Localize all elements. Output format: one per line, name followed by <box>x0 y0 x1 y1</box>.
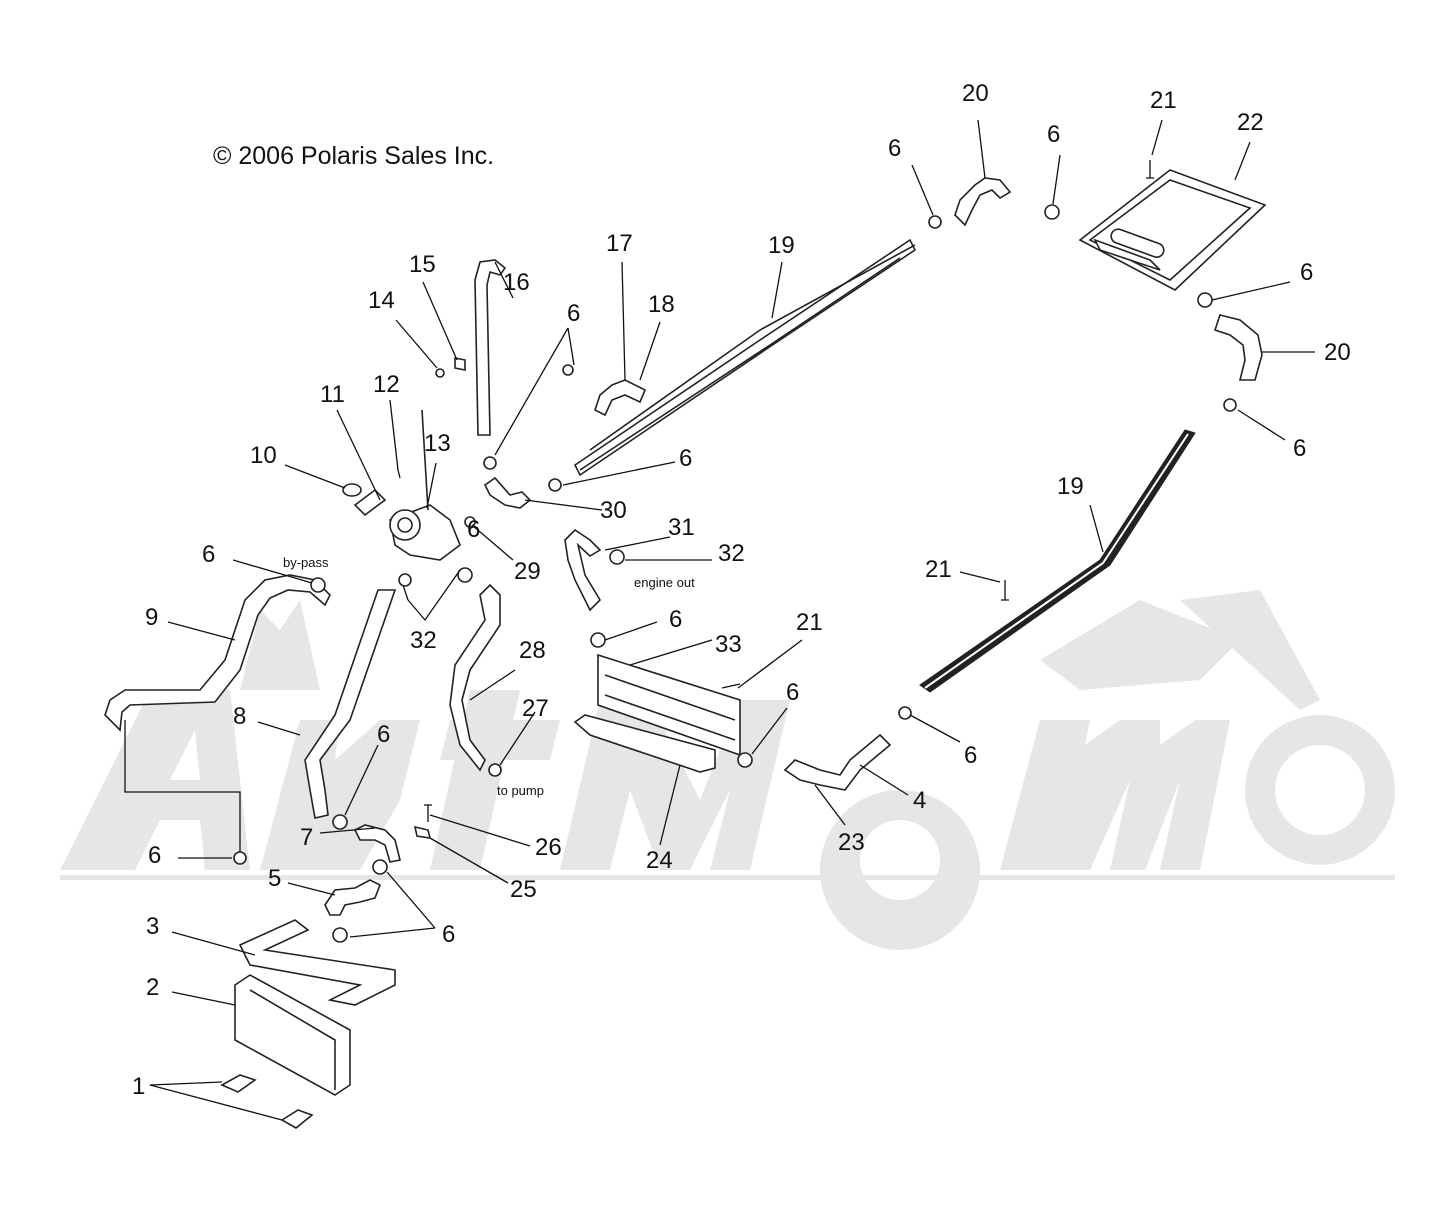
screw-12 <box>397 469 401 479</box>
callout-11: 11 <box>320 381 345 408</box>
callout-6-j: 6 <box>964 742 977 769</box>
hose-16 <box>474 259 507 436</box>
note-to-pump: to pump <box>497 783 544 798</box>
callout-6-h: 6 <box>669 606 682 633</box>
callout-16: 16 <box>503 269 530 296</box>
bracket-3 <box>238 919 396 1006</box>
callout-32-b: 32 <box>410 627 437 654</box>
leader-lines <box>124 119 1315 1121</box>
callout-4: 4 <box>913 787 926 814</box>
callout-15: 15 <box>409 251 436 278</box>
callout-29: 29 <box>514 558 541 585</box>
callout-6-n: 6 <box>467 516 480 543</box>
callout-26: 26 <box>535 834 562 861</box>
hose-20-top <box>954 177 1012 227</box>
callout-6-l: 6 <box>148 842 161 869</box>
callout-19-a: 19 <box>768 232 795 259</box>
callout-32-a: 32 <box>718 540 745 567</box>
callout-6-b: 6 <box>1047 121 1060 148</box>
callout-27: 27 <box>522 695 549 722</box>
callout-22: 22 <box>1237 109 1264 136</box>
hose-19-upper <box>573 238 917 477</box>
callout-2: 2 <box>146 974 159 1001</box>
callout-20-b: 20 <box>1324 339 1351 366</box>
callout-6-i: 6 <box>786 679 799 706</box>
callout-23: 23 <box>838 829 865 856</box>
callout-18: 18 <box>648 291 675 318</box>
copyright-text: © 2006 Polaris Sales Inc. <box>213 142 494 170</box>
callout-6-d: 6 <box>1293 435 1306 462</box>
callout-6-f: 6 <box>679 445 692 472</box>
callout-6-a: 6 <box>888 135 901 162</box>
callout-3: 3 <box>146 913 159 940</box>
callout-6-c: 6 <box>1300 259 1313 286</box>
callout-21-a: 21 <box>1150 87 1177 114</box>
callout-13: 13 <box>424 430 451 457</box>
callout-5: 5 <box>268 865 281 892</box>
callout-6-e: 6 <box>567 300 580 327</box>
callout-31: 31 <box>668 514 695 541</box>
hose-28 <box>449 583 501 772</box>
clip-1a <box>220 1074 257 1093</box>
callout-21-b: 21 <box>925 556 952 583</box>
callout-6-k: 6 <box>377 721 390 748</box>
callout-19-b: 19 <box>1057 473 1084 500</box>
hose-19-lower <box>919 429 1196 693</box>
callout-7: 7 <box>300 824 313 851</box>
note-bypass: by-pass <box>283 555 329 570</box>
hose-7 <box>353 824 401 863</box>
callout-12: 12 <box>373 371 400 398</box>
note-engine-out: engine out <box>634 575 695 590</box>
callout-33: 33 <box>715 631 742 658</box>
callout-21-c: 21 <box>796 609 823 636</box>
clamps-6 <box>233 204 1237 943</box>
hose-17 <box>594 379 647 417</box>
screw-21-top <box>1146 160 1154 179</box>
clip-1b <box>280 1109 314 1129</box>
bracket-24 <box>573 714 716 773</box>
screw-26 <box>424 804 432 822</box>
oil-cooler-2 <box>234 974 351 1096</box>
hose-20-right <box>1213 314 1263 381</box>
hose-9 <box>104 574 331 732</box>
callout-6-m: 6 <box>442 921 455 948</box>
screw-21-mid <box>1001 580 1009 601</box>
callout-labels: 1 2 3 4 5 6 6 6 6 6 6 6 6 6 6 6 6 6 6 7 … <box>132 80 1351 1100</box>
hose-5 <box>324 879 382 916</box>
hose-31 <box>564 528 602 612</box>
callout-10: 10 <box>250 442 277 469</box>
radiator-22 <box>1078 169 1267 291</box>
hose-8 <box>304 589 397 819</box>
callout-25: 25 <box>510 876 537 903</box>
callout-9: 9 <box>145 604 158 631</box>
callout-28: 28 <box>519 637 546 664</box>
callout-24: 24 <box>646 847 673 874</box>
callout-1: 1 <box>132 1073 145 1100</box>
callout-17: 17 <box>606 230 633 257</box>
callout-8: 8 <box>233 703 246 730</box>
callout-30: 30 <box>600 497 627 524</box>
hose-23 <box>783 733 892 791</box>
callout-6-g: 6 <box>202 541 215 568</box>
water-pump-13 <box>342 409 461 561</box>
screw-21-cooler <box>721 683 741 689</box>
callout-14: 14 <box>368 287 395 314</box>
callout-20-a: 20 <box>962 80 989 107</box>
hose-30 <box>483 476 532 509</box>
